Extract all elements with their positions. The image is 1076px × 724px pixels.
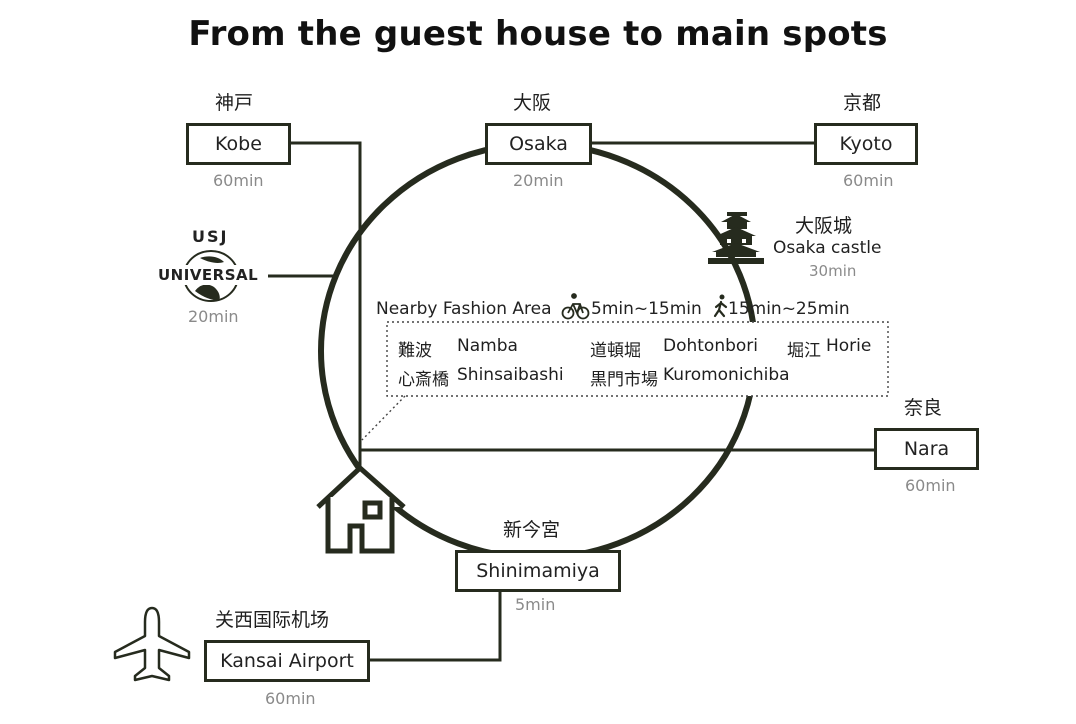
kansai-jp-label: 关西国际机场: [215, 609, 330, 631]
usj-label: USJ: [192, 227, 229, 246]
fashion-area-label: Nearby Fashion Area: [376, 299, 552, 319]
universal-logo-text: UNIVERSAL: [158, 266, 259, 284]
castle-icon: [708, 212, 764, 264]
area-horie-en: Horie: [826, 336, 872, 356]
universal-globe-icon: [157, 250, 263, 302]
station-kobe[interactable]: Kobe: [186, 123, 291, 165]
nara-jp-label: 奈良: [904, 397, 943, 419]
kyoto-jp-label: 京都: [843, 92, 882, 114]
page-title: From the guest house to main spots: [188, 14, 888, 54]
kansai-time: 60min: [265, 689, 316, 708]
area-horie-jp: 堀江: [787, 341, 821, 361]
castle-en-label: Osaka castle: [773, 238, 882, 258]
airport-connector: [370, 590, 502, 662]
bicycle-icon: [561, 293, 590, 320]
shinimamiya-jp-label: 新今宮: [503, 519, 561, 541]
area-kuromonichiba-en: Kuromonichiba: [663, 365, 790, 385]
osaka-jp-label: 大阪: [513, 92, 552, 114]
bike-time: 5min~15min: [591, 299, 702, 319]
usj-time: 20min: [188, 307, 239, 326]
house-icon: [316, 464, 406, 554]
walk-time: 15min~25min: [728, 299, 850, 319]
fashion-pointer: [361, 395, 406, 441]
kobe-jp-label: 神戸: [215, 92, 254, 114]
station-shinimamiya[interactable]: Shinimamiya: [455, 550, 621, 592]
kobe-connector: [290, 141, 362, 468]
area-namba-en: Namba: [457, 336, 518, 356]
station-kansai-airport[interactable]: Kansai Airport: [204, 640, 370, 682]
castle-time: 30min: [809, 262, 857, 280]
walking-person-icon: [713, 294, 728, 318]
station-nara[interactable]: Nara: [874, 428, 979, 470]
area-namba-jp: 難波: [398, 341, 432, 361]
shinimamiya-time: 5min: [515, 595, 556, 614]
nara-time: 60min: [905, 476, 956, 495]
station-osaka[interactable]: Osaka: [485, 123, 592, 165]
kobe-time: 60min: [213, 171, 264, 190]
osaka-time: 20min: [513, 171, 564, 190]
area-kuromonichiba-jp: 黒門市場: [590, 370, 658, 390]
area-shinsaibashi-en: Shinsaibashi: [457, 365, 564, 385]
area-dohtonbori-jp: 道頓堀: [590, 341, 641, 361]
fashion-area-box: [386, 321, 889, 397]
area-dohtonbori-en: Dohtonbori: [663, 336, 759, 356]
area-shinsaibashi-jp: 心斎橋: [398, 370, 449, 390]
kyoto-time: 60min: [843, 171, 894, 190]
airplane-icon: [113, 606, 191, 682]
station-kyoto[interactable]: Kyoto: [814, 123, 918, 165]
castle-jp-label: 大阪城: [795, 215, 853, 237]
